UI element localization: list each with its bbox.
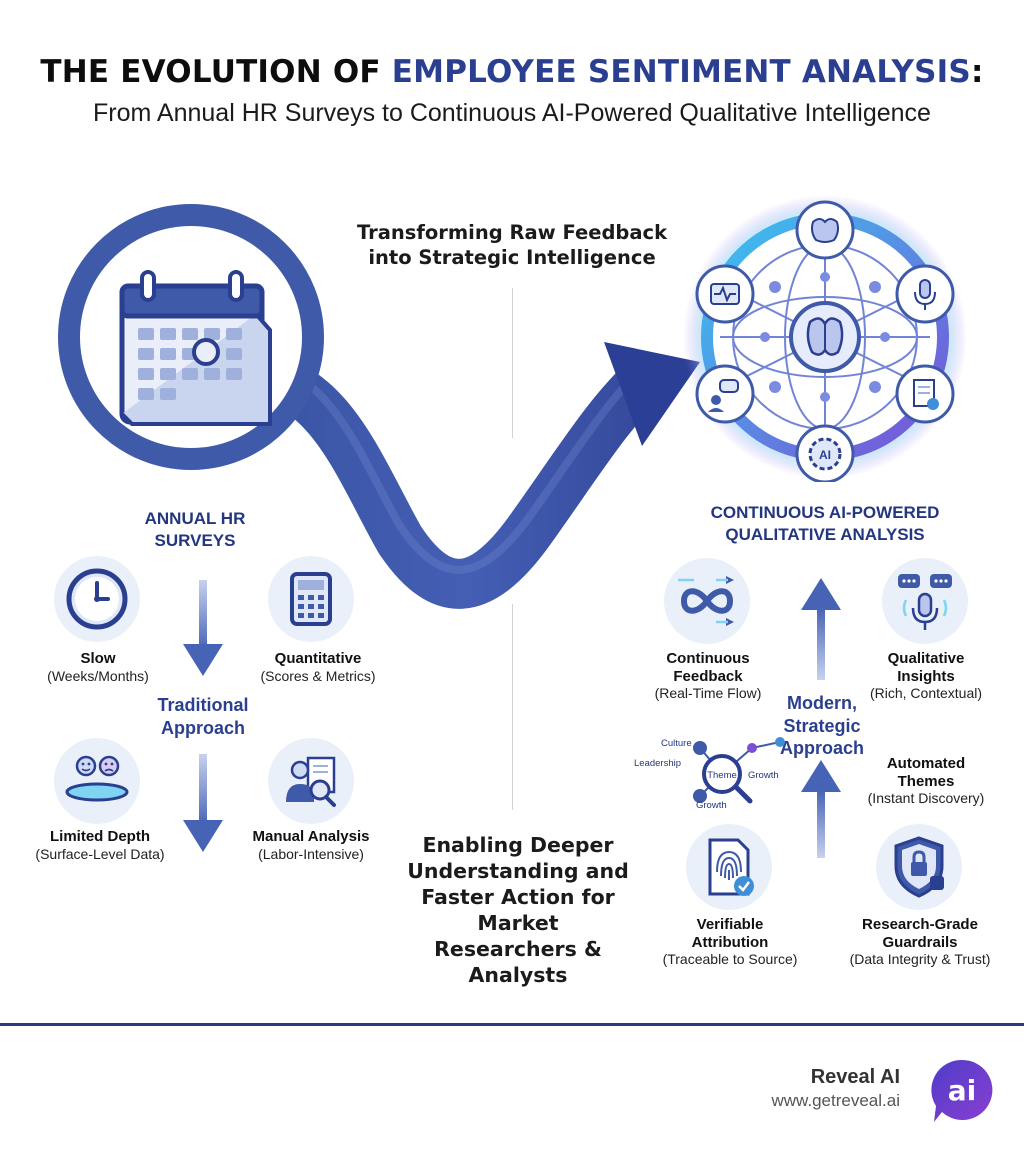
limited-depth-sub: (Surface-Level Data): [35, 845, 165, 862]
right-section-title: CONTINUOUS AI-POWERED QUALITATIVE ANALYS…: [690, 502, 960, 546]
right-title-line1: CONTINUOUS AI-POWERED: [710, 503, 940, 522]
traditional-approach-label: Traditional Approach: [140, 694, 266, 739]
brand-name: Reveal AI: [810, 1066, 900, 1088]
slow-label: Slow: [80, 650, 116, 667]
guardrails-label-1: Research-Grade: [862, 916, 978, 933]
brand-url[interactable]: www.getreveal.ai: [771, 1091, 900, 1110]
modern-line3: Approach: [779, 738, 864, 759]
verifiable-sub: (Traceable to Source): [662, 951, 798, 968]
continuous-label-1: Continuous: [666, 650, 750, 667]
theme-word-growth-right: Growth: [748, 770, 779, 781]
continuous-sub: (Real-Time Flow): [654, 685, 762, 702]
center-footnote-line3: Faster Action for Market: [421, 885, 615, 936]
page-title: THE EVOLUTION OF EMPLOYEE SENTIMENT ANAL…: [0, 54, 1024, 90]
quantitative-sub: (Scores & Metrics): [260, 667, 376, 684]
manual-analysis-sub: (Labor-Intensive): [258, 845, 364, 862]
left-title-line2: SURVEYS: [154, 530, 236, 550]
limited-depth-label: Limited Depth: [50, 828, 150, 845]
automated-sub: (Instant Discovery): [867, 790, 985, 807]
modern-line1: Modern,: [787, 693, 857, 713]
center-footnote-line1: Enabling Deeper: [422, 833, 614, 857]
right-title-line2: QUALITATIVE ANALYSIS: [725, 524, 925, 544]
center-divider-bottom: [512, 604, 513, 810]
theme-word-center: Theme: [707, 770, 737, 781]
verifiable-label-1: Verifiable: [696, 916, 764, 933]
center-footnote: Enabling Deeper Understanding and Faster…: [384, 832, 652, 988]
modern-approach-label: Modern, Strategic Approach: [770, 692, 874, 760]
logo-text: ai: [948, 1074, 977, 1107]
title-lead: THE EVOLUTION OF: [40, 54, 392, 90]
ai-chip-text: AI: [819, 448, 831, 462]
calculator-icon: [268, 556, 354, 642]
center-footnote-line4: Researchers &: [434, 937, 602, 962]
reveal-ai-logo: ai: [931, 1059, 993, 1122]
footer-rule: [0, 1023, 1024, 1026]
verifiable-label-2: Attribution: [691, 933, 769, 951]
calendar-icon: [58, 204, 324, 470]
left-item-manual-analysis: Manual Analysis (Labor-Intensive): [238, 828, 384, 862]
center-footnote-line2: Understanding and: [407, 859, 629, 884]
guardrails-label-2: Guardrails: [882, 933, 958, 951]
guardrails-sub: (Data Integrity & Trust): [849, 951, 991, 968]
left-down-arrow-top: [183, 580, 223, 676]
automated-label-1: Automated: [886, 755, 966, 772]
theme-word-culture: Culture: [661, 738, 692, 749]
left-item-quantitative: Quantitative (Scores & Metrics): [248, 650, 388, 684]
right-item-verifiable-attribution: Verifiable Attribution (Traceable to Sou…: [650, 916, 810, 968]
microphone-chat-icon: [882, 558, 968, 644]
clock-icon: [54, 556, 140, 642]
center-headline-line2: into Strategic Intelligence: [368, 246, 656, 270]
qualitative-label-1: Qualitative: [887, 650, 965, 667]
right-up-arrow-bottom: [801, 760, 841, 858]
left-down-arrow-bottom: [183, 754, 223, 852]
theme-word-leadership: Leadership: [634, 758, 681, 769]
center-headline: Transforming Raw Feedback into Strategic…: [350, 220, 674, 271]
theme-word-growth-bottom: Growth: [696, 800, 727, 811]
left-title-line1: ANNUAL HR: [144, 509, 246, 528]
automated-label-2: Themes: [897, 772, 955, 790]
left-section-title: ANNUAL HR SURVEYS: [120, 508, 270, 552]
left-item-limited-depth: Limited Depth (Surface-Level Data): [20, 828, 180, 862]
right-item-continuous-feedback: Continuous Feedback (Real-Time Flow): [638, 650, 778, 702]
title-colon: :: [970, 54, 984, 90]
manual-analysis-icon: [268, 738, 354, 824]
center-divider-top: [512, 288, 513, 438]
center-headline-line1: Transforming Raw Feedback: [356, 221, 668, 244]
faces-icon: [54, 738, 140, 824]
shield-lock-icon: [876, 824, 962, 910]
continuous-label-2: Feedback: [673, 667, 743, 685]
qualitative-label-2: Insights: [897, 667, 955, 685]
page-subtitle: From Annual HR Surveys to Continuous AI-…: [93, 99, 931, 127]
qualitative-sub: (Rich, Contextual): [869, 685, 983, 702]
quantitative-label: Quantitative: [274, 650, 362, 667]
right-item-research-guardrails: Research-Grade Guardrails (Data Integrit…: [836, 916, 1004, 968]
title-accent: EMPLOYEE SENTIMENT ANALYSIS: [391, 54, 971, 90]
left-item-slow: Slow (Weeks/Months): [30, 650, 166, 684]
slow-sub: (Weeks/Months): [47, 667, 149, 684]
right-item-automated-themes: Automated Themes (Instant Discovery): [856, 755, 996, 807]
themes-network-icon: Culture Leadership Theme Growth Growth: [634, 737, 785, 811]
infinity-icon: [664, 558, 750, 644]
traditional-line1: Traditional: [157, 695, 249, 715]
manual-analysis-label: Manual Analysis: [252, 828, 370, 845]
center-footnote-line5: Analysts: [468, 963, 568, 988]
fingerprint-doc-icon: [686, 824, 772, 910]
ai-network-icon: AI: [683, 195, 967, 482]
right-up-arrow-top: [801, 578, 841, 680]
traditional-line2: Approach: [160, 717, 245, 738]
right-item-qualitative-insights: Qualitative Insights (Rich, Contextual): [856, 650, 996, 702]
modern-line2: Strategic: [783, 715, 861, 736]
